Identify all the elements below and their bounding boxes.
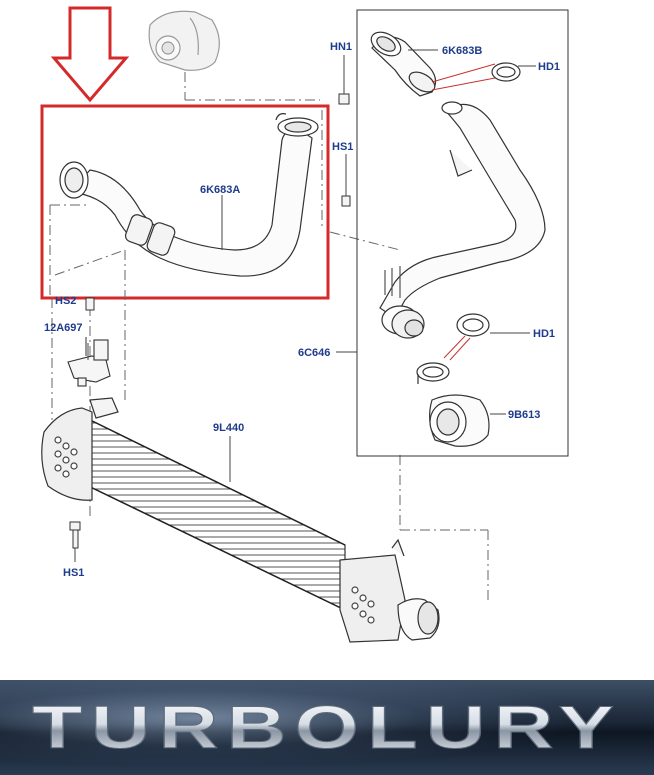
highlight-box bbox=[40, 104, 330, 300]
turbo-housing bbox=[148, 10, 220, 71]
pipe-group-frame bbox=[356, 9, 569, 457]
brand-logo: TURBOLURY bbox=[32, 694, 622, 762]
brand-logo-text: TURBOLURY bbox=[32, 694, 622, 761]
label-9b613: 9B613 bbox=[508, 409, 540, 421]
banner-sheen bbox=[0, 680, 654, 775]
nut-hn1 bbox=[338, 55, 350, 105]
label-hs2: HS2 bbox=[55, 295, 76, 307]
bolt-hs1-top bbox=[341, 154, 351, 207]
label-6k683a: 6K683A bbox=[200, 184, 240, 196]
hose-6k683a bbox=[59, 113, 319, 277]
label-6k683b: 6K683B bbox=[442, 45, 482, 57]
label-hs1-top: HS1 bbox=[332, 141, 353, 153]
brand-banner: TURBOLURY bbox=[0, 680, 654, 775]
pipe-clamp-mid bbox=[456, 313, 490, 337]
label-hn1: HN1 bbox=[330, 41, 352, 53]
parts-diagram: HN1 6K683B HD1 HS1 6K683A HS2 12A697 6C6… bbox=[40, 6, 569, 643]
label-hs1-bottom: HS1 bbox=[63, 567, 84, 579]
label-9l440: 9L440 bbox=[213, 422, 244, 434]
hose-clamp-top bbox=[491, 62, 521, 82]
highlight-arrow bbox=[50, 6, 130, 103]
sensor-12a697 bbox=[67, 337, 111, 387]
bolt-hs2 bbox=[85, 297, 95, 311]
clamp-lower bbox=[416, 362, 450, 384]
label-hd1-mid: HD1 bbox=[533, 328, 555, 340]
label-12a697: 12A697 bbox=[44, 322, 83, 334]
charge-pipe-6c646 bbox=[379, 101, 546, 339]
label-6c646: 6C646 bbox=[298, 347, 330, 359]
label-hd1-top: HD1 bbox=[538, 61, 560, 73]
hose-6k683b bbox=[370, 31, 437, 97]
intercooler-9l440 bbox=[41, 397, 440, 643]
hose-9b613 bbox=[429, 394, 490, 447]
bolt-hs1-bottom bbox=[69, 521, 81, 562]
